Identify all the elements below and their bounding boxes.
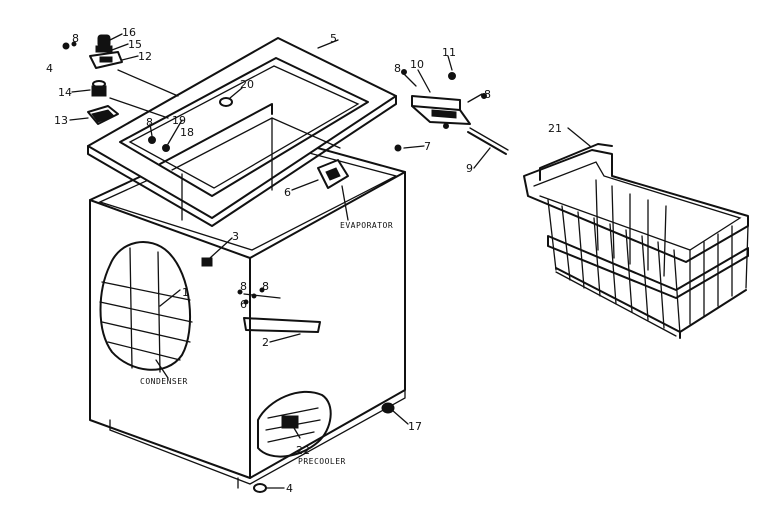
caption-evaporator: EVAPORATOR: [340, 221, 393, 230]
callout-8e: 8: [240, 280, 247, 293]
callout-20: 20: [240, 78, 254, 91]
condenser-coil: [99, 241, 193, 373]
callout-17: 17: [408, 420, 422, 433]
callout-6b: 6: [240, 298, 247, 311]
caption-precooler: PRECOOLER: [298, 457, 346, 466]
caption-condenser: CONDENSER: [140, 377, 188, 386]
callout-9: 9: [466, 162, 473, 175]
callout-21: 21: [548, 122, 562, 135]
cabinet-hardware: [201, 257, 395, 493]
callout-6a: 6: [284, 186, 291, 199]
callout-5: 5: [330, 32, 337, 45]
callout-8b: 8: [394, 62, 401, 75]
latch-assembly: [62, 34, 179, 125]
callout-11: 11: [442, 46, 456, 59]
callout-2: 2: [262, 336, 269, 349]
lid-frame: [87, 37, 397, 227]
evaporator-bracket: [317, 159, 349, 189]
leader-lines: [69, 33, 591, 489]
callout-7: 7: [424, 140, 431, 153]
callout-22: 22: [296, 444, 310, 457]
callout-16: 16: [122, 26, 136, 39]
callout-4b: 4: [286, 482, 293, 495]
callout-3: 3: [232, 230, 239, 243]
callout-18: 18: [180, 126, 194, 139]
captions: EVAPORATOR CONDENSER PRECOOLER: [140, 221, 393, 466]
callout-8f: 8: [262, 280, 269, 293]
callout-10: 10: [410, 58, 424, 71]
callout-8c: 8: [484, 88, 491, 101]
callout-4a: 4: [46, 62, 53, 75]
callout-numbers: 5 20 19 18 8 6 7 9 10 11 8 8 21 3 1 2 22…: [46, 26, 562, 495]
inner-liner: [159, 103, 341, 221]
callout-15: 15: [128, 38, 142, 51]
callout-12: 12: [138, 50, 152, 63]
callout-8d: 8: [72, 32, 79, 45]
wire-basket: [523, 143, 749, 339]
callout-19: 19: [172, 114, 186, 127]
callout-1: 1: [182, 286, 189, 299]
callout-13: 13: [54, 114, 68, 127]
callout-14: 14: [58, 86, 72, 99]
callout-8a: 8: [146, 116, 153, 129]
hinge-assembly: [394, 69, 509, 155]
precooler-coil: [257, 390, 332, 458]
